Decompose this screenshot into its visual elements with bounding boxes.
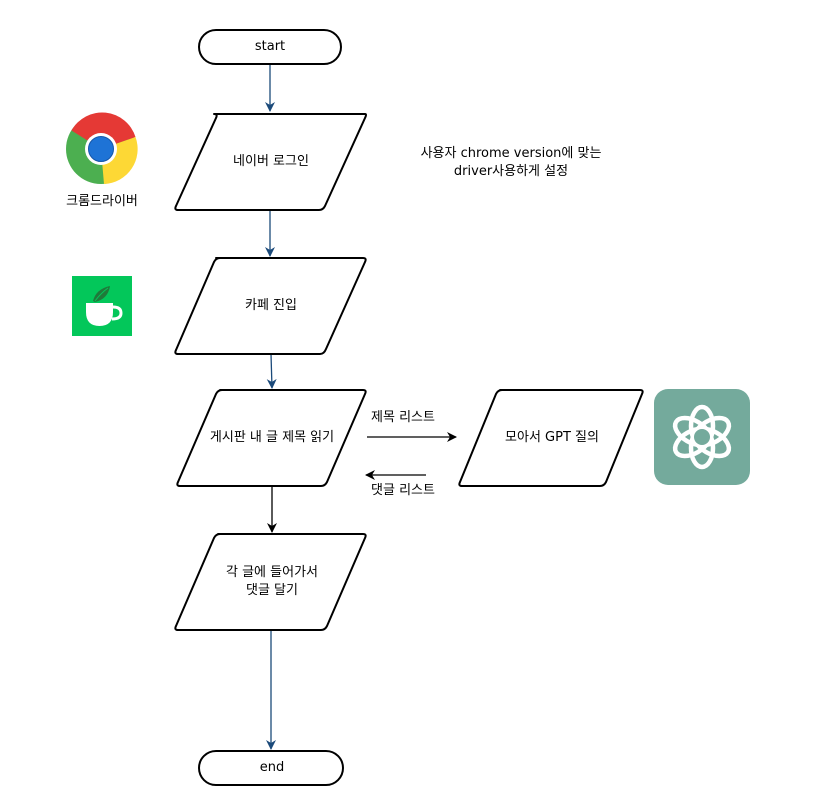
- cafe-enter-label: 카페 진입: [245, 298, 297, 313]
- chrome-note-line1: 사용자 chrome version에 맞는: [420, 146, 602, 161]
- read-titles-label: 게시판 내 글 제목 읽기: [209, 430, 335, 445]
- read-titles-step: [176, 389, 367, 487]
- chrome-icon: [66, 112, 138, 184]
- naver-login-step: [174, 113, 367, 211]
- naver-cafe-icon: [72, 276, 132, 336]
- start-terminator: [198, 29, 342, 65]
- title-list-label: 제목 리스트: [371, 410, 435, 425]
- start-label: start: [254, 39, 286, 54]
- naver-login-label: 네이버 로그인: [233, 154, 309, 169]
- comment-label-line2: 댓글 달기: [246, 583, 298, 598]
- chrome-note-line2: driver사용하게 설정: [453, 164, 569, 179]
- end-terminator: [198, 750, 344, 786]
- gpt-query-step: [458, 389, 644, 487]
- connector-cafe-read: [266, 353, 277, 389]
- comment-step: [174, 533, 367, 631]
- comment-list-label: 댓글 리스트: [371, 483, 435, 498]
- comment-label-line1: 각 글에 들어가서: [226, 565, 318, 580]
- gpt-query-label: 모아서 GPT 질의: [505, 430, 599, 445]
- chrome-driver-label: 크롬드라이버: [66, 194, 138, 209]
- end-label: end: [259, 760, 285, 775]
- openai-icon: [654, 389, 750, 485]
- cafe-enter-step: [174, 257, 367, 355]
